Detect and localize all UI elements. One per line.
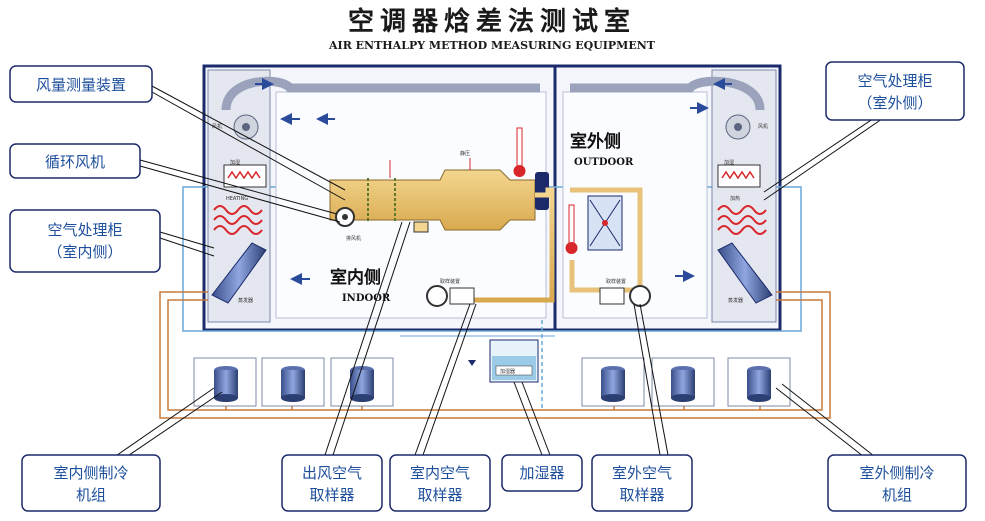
callout-ahu-indoor: 空气处理柜 （室内侧） xyxy=(9,209,161,273)
callout-indoor-sampler-text2: 取样器 xyxy=(417,486,462,504)
heating-label-l: HEATING xyxy=(226,196,248,202)
callout-indoor-sampler: 室内空气 取样器 xyxy=(389,454,491,512)
callout-ahu-outdoor-text1: 空气处理柜 xyxy=(857,72,932,90)
return-duct-indoor xyxy=(221,76,540,111)
callout-chiller-indoor-text1: 室内侧制冷 xyxy=(53,464,128,482)
room-outdoor-cn: 室外侧 xyxy=(570,131,621,152)
callout-humidifier-text: 加湿器 xyxy=(519,464,564,482)
callout-circulating-fan-text: 循环风机 xyxy=(45,153,105,171)
room-indoor-cn: 室内侧 xyxy=(330,267,381,288)
leader-lines xyxy=(109,85,896,465)
airflow-duct xyxy=(329,169,536,231)
static-pressure-label: 静压 xyxy=(460,150,470,157)
exhaust-fan-label: 排风机 xyxy=(346,235,361,242)
callout-outdoor-sampler: 室外空气 取样器 xyxy=(591,454,693,512)
callout-outlet-sampler: 出风空气 取样器 xyxy=(281,454,383,512)
chiller-indoor-group xyxy=(193,357,394,407)
evap-label-l: 蒸发器 xyxy=(238,297,253,304)
sampler-out-label: 取样装置 xyxy=(606,278,626,285)
humidifier-label-l: 加湿 xyxy=(230,159,240,166)
humidifier-label-r: 加湿 xyxy=(724,159,734,166)
outdoor-sampler-box xyxy=(599,287,625,305)
sampler-in-label: 取样装置 xyxy=(440,278,460,285)
callout-outlet-sampler-text1: 出风空气 xyxy=(302,464,362,482)
room-indoor-en: INDOOR xyxy=(342,293,391,304)
callout-ahu-indoor-text2: （室内侧） xyxy=(47,243,122,261)
callout-airflow-device: 风量测量装置 xyxy=(9,65,153,103)
outdoor-room xyxy=(562,91,708,319)
outdoor-sampler-fan-icon xyxy=(629,285,651,307)
thermometer-indoor-icon xyxy=(513,165,526,177)
callout-chiller-indoor: 室内侧制冷 机组 xyxy=(21,454,161,512)
room-outdoor-en: OUTDOOR xyxy=(574,157,634,168)
page-subtitle: AIR ENTHALPY METHOD MEASURING EQUIPMENT xyxy=(328,39,656,52)
callout-chiller-outdoor-text1: 室外侧制冷 xyxy=(859,464,934,482)
evap-label-r: 蒸发器 xyxy=(728,297,743,304)
callout-ahu-outdoor-text2: （室外侧） xyxy=(857,94,932,112)
callout-indoor-sampler-text1: 室内空气 xyxy=(410,464,470,482)
heater-indoor-icon xyxy=(213,205,263,215)
callout-airflow-device-text: 风量测量装置 xyxy=(36,76,126,94)
fan-label-l: 风机 xyxy=(212,123,222,130)
blower-outlet xyxy=(535,172,549,210)
sample-pipe-outdoor xyxy=(569,187,643,293)
callout-chiller-outdoor: 室外侧制冷 机组 xyxy=(827,454,967,512)
callout-humidifier: 加湿器 xyxy=(501,454,583,492)
sample-pipe-indoor xyxy=(472,187,555,303)
evaporator-outdoor-icon xyxy=(717,242,773,304)
thermometer-outdoor-icon xyxy=(565,242,578,254)
humid-unit-label: 加湿器 xyxy=(500,368,515,375)
callout-outlet-sampler-text2: 取样器 xyxy=(309,486,354,504)
heating-label-r: 加热 xyxy=(730,195,740,202)
callout-chiller-outdoor-text2: 机组 xyxy=(882,486,912,504)
chiller-outdoor-group xyxy=(581,357,791,407)
callout-outdoor-sampler-text1: 室外空气 xyxy=(612,464,672,482)
callout-chiller-indoor-text2: 机组 xyxy=(76,486,106,504)
callout-ahu-outdoor: 空气处理柜 （室外侧） xyxy=(825,61,965,121)
page-title: 空调器焓差法测试室 xyxy=(348,6,636,37)
sampler-head xyxy=(413,221,429,233)
evaporator-indoor-icon xyxy=(211,242,267,304)
fan-label-r: 风机 xyxy=(758,123,768,130)
indoor-sampler-fan-icon xyxy=(426,285,448,307)
callout-outdoor-sampler-text2: 取样器 xyxy=(619,486,664,504)
indoor-sampler-box xyxy=(449,287,475,305)
callout-ahu-indoor-text1: 空气处理柜 xyxy=(47,221,122,239)
heater-outdoor-icon xyxy=(717,205,767,215)
callout-circulating-fan: 循环风机 xyxy=(9,143,141,179)
